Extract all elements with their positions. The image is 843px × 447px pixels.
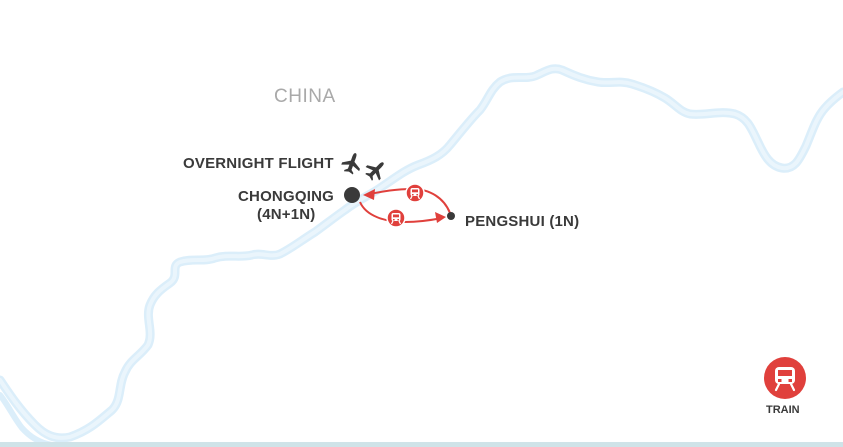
pengshui-marker [447,212,455,220]
train-icon [386,208,406,228]
chongqing-marker [344,187,360,203]
river [0,64,843,443]
river-highlight [0,66,843,440]
train-route-outbound [359,201,443,224]
train-route-return-arrow [363,189,375,200]
airplane-icon [341,153,360,175]
airplane-icon [365,162,384,181]
legend-train-label: TRAIN [766,404,800,416]
city-label-pengshui: PENGSHUI (1N) [465,213,580,230]
city-nights-chongqing: (4N+1N) [257,206,316,223]
bottom-strip [0,442,843,447]
city-label-chongqing: CHONGQING [238,188,334,205]
train-icon [764,357,806,399]
country-label: CHINA [274,86,336,107]
train-icon [405,183,425,203]
flight-label: OVERNIGHT FLIGHT [183,155,334,172]
train-route-outbound-arrow [435,212,446,223]
